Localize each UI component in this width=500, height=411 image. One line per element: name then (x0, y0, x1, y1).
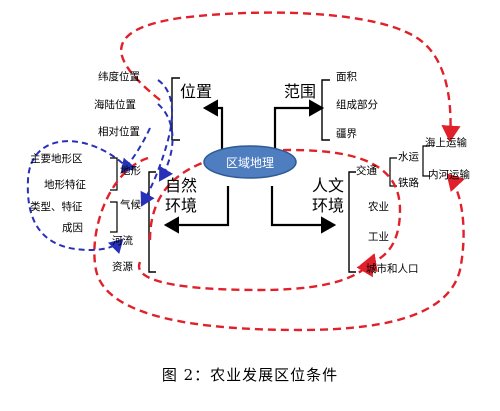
blue-lat-to-climate (140, 79, 174, 207)
position-bracket (171, 77, 180, 141)
natural-title-2: 环境 (165, 196, 198, 215)
arrow-to-position (202, 99, 224, 150)
scope-title: 范围 (284, 82, 317, 101)
water-detail-sea: 海上运输 (425, 137, 467, 149)
scope-item-area: 面积 (336, 71, 357, 83)
black-connectors (110, 77, 430, 273)
loop-lower (137, 257, 374, 292)
human-item-industry: 工业 (368, 231, 389, 243)
landform-detail-main-regions: 主要地形区 (30, 153, 83, 165)
transport-bracket (389, 157, 397, 187)
natural-item-climate: 气候 (120, 199, 141, 211)
blue-sealand (157, 103, 174, 182)
natural-title-1: 自然 (165, 176, 198, 195)
loop-top (120, 11, 461, 143)
water-detail-inland: 内河运输 (428, 169, 470, 181)
figure-caption: 图 2：农业发展区位条件 (161, 366, 339, 384)
position-item-sea-land: 海陆位置 (94, 99, 136, 111)
natural-bracket (148, 171, 156, 273)
human-bracket (348, 171, 356, 273)
scope-item-border: 疆界 (336, 128, 357, 140)
loop-bottom (93, 156, 465, 332)
center-node-shape (203, 145, 297, 179)
scope-bracket (321, 79, 330, 141)
position-title: 位置 (180, 82, 213, 101)
red-dashed-loops (93, 11, 465, 332)
natural-item-river: 河流 (112, 235, 133, 247)
line-to-scope (273, 106, 312, 150)
transport-mode-water: 水运 (398, 151, 419, 163)
natural-item-resources: 资源 (112, 261, 133, 273)
blue-relative (120, 127, 151, 174)
climate-detail-cause: 成因 (62, 222, 83, 234)
landform-detail-bracket (110, 157, 118, 191)
human-title-1: 人文 (312, 176, 345, 195)
human-item-transport: 交通 (356, 165, 377, 177)
blue-left-lobe (26, 140, 131, 255)
arrow-to-human (270, 186, 337, 234)
blue-dashed-links (26, 79, 174, 255)
landform-detail-features: 地形特征 (44, 179, 86, 191)
arrow-to-natural (163, 186, 230, 234)
natural-item-landform: 地形 (120, 165, 141, 177)
climate-detail-bracket (110, 201, 118, 233)
human-item-city-population: 城市和人口 (366, 263, 419, 275)
position-item-latitude: 纬度位置 (98, 71, 140, 83)
scope-item-components: 组成部分 (336, 99, 378, 111)
loop-inner (148, 148, 402, 273)
human-title-2: 环境 (312, 196, 345, 215)
climate-detail-type: 类型、特征 (30, 201, 83, 213)
transport-mode-rail: 铁路 (398, 177, 419, 189)
human-item-agriculture: 农业 (368, 201, 389, 213)
position-item-relative: 相对位置 (98, 126, 140, 138)
water-transport-bracket (422, 145, 430, 177)
center-node-label: 区域地理 (225, 156, 274, 170)
